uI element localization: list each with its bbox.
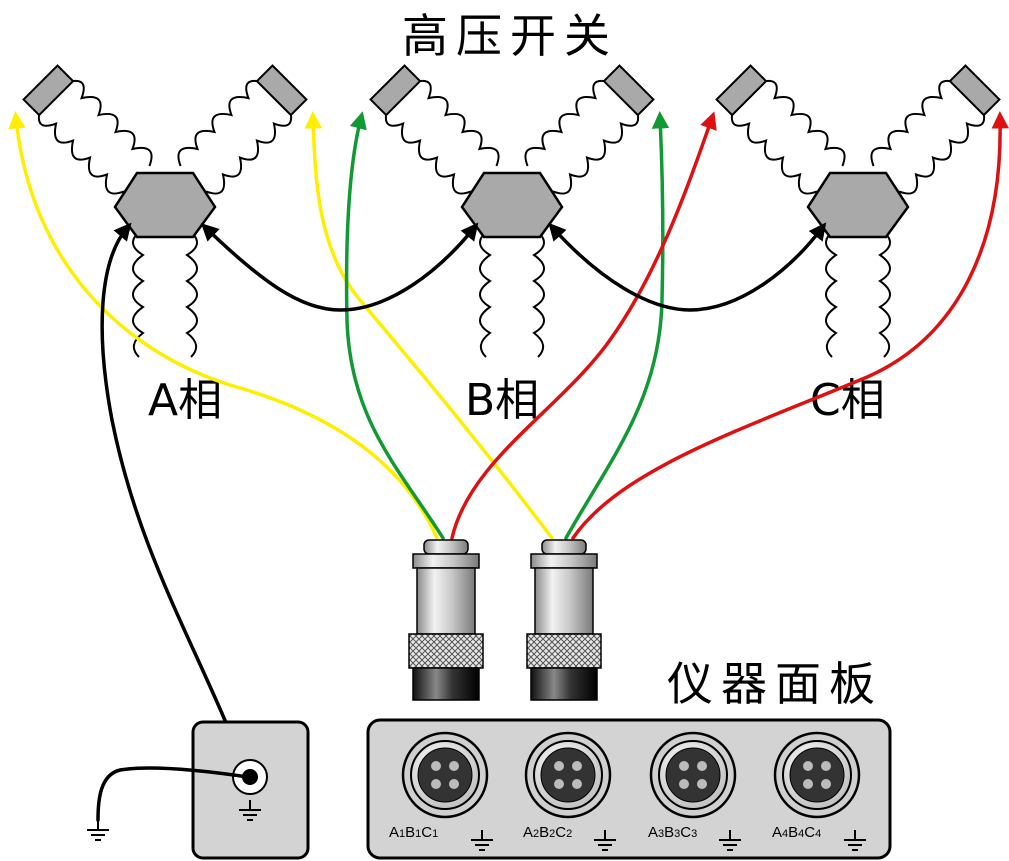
- port-2[interactable]: A2B2C2: [523, 731, 617, 851]
- red-wire-c-left: [450, 111, 717, 540]
- green-wire-b-left: [344, 111, 445, 540]
- black-wire-ab: [200, 222, 479, 312]
- port-3-label: A3B3C3: [648, 824, 697, 841]
- socket-3-icon: [649, 731, 737, 819]
- port-4[interactable]: A4B4C4: [772, 731, 867, 851]
- phase-a-label: A相: [148, 375, 222, 426]
- instrument-panel: [366, 718, 892, 860]
- panel-title: 仪器面板: [667, 657, 883, 711]
- black-wire-bc: [548, 222, 827, 312]
- port-1-label: A1B1C1: [389, 824, 438, 841]
- connector-2-icon: [526, 539, 602, 701]
- phase-a-breaker: [18, 60, 312, 359]
- green-wire-b-right: [564, 111, 670, 540]
- yellow-wire-a-right: [304, 111, 554, 540]
- port-3[interactable]: A3B3C3: [648, 731, 742, 851]
- diagram-title: 高压开关: [402, 9, 618, 63]
- black-wire-earth: [96, 766, 250, 822]
- phase-c-breaker: [711, 60, 1005, 359]
- connector-1-icon: [408, 539, 484, 701]
- phase-b-label: B相: [465, 375, 539, 426]
- port-1[interactable]: A1B1C1: [389, 731, 494, 851]
- port-4-label: A4B4C4: [772, 824, 821, 841]
- phase-c-label: C相: [810, 375, 885, 426]
- phase-b-breaker: [365, 60, 659, 359]
- yellow-wire-a-left: [8, 111, 439, 540]
- earth-ground-icon: [86, 819, 110, 841]
- socket-4-icon: [773, 731, 861, 819]
- socket-1-icon: [401, 731, 489, 819]
- red-wire-c-right: [571, 111, 1009, 540]
- socket-2-icon: [524, 731, 612, 819]
- black-wire-ground: [100, 222, 250, 779]
- port-2-label: A2B2C2: [523, 824, 572, 841]
